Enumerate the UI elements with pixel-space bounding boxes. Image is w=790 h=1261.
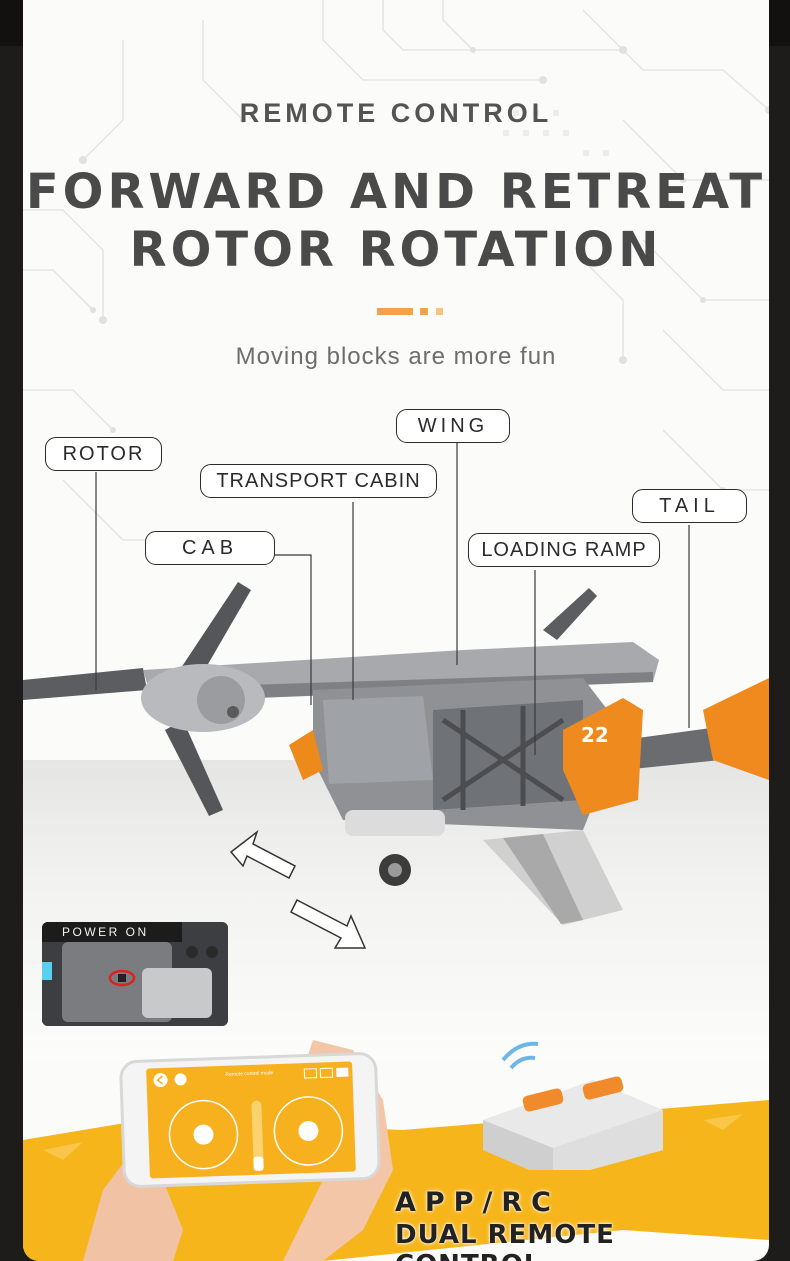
tiltrotor-aircraft-model: 22 xyxy=(23,582,769,949)
app-controls xyxy=(153,1067,349,1171)
remote-control-section: Remote control mode xyxy=(23,1030,769,1261)
callout-rotor: ROTOR xyxy=(45,437,162,471)
product-feature-panel: REMOTE CONTROL FORWARD AND RETREAT ROTOR… xyxy=(23,0,769,1261)
dual-remote-control-title: DUAL REMOTE CONTROL xyxy=(395,1220,615,1261)
rc-receiver-brick xyxy=(483,1041,663,1170)
subtitle: Moving blocks are more fun xyxy=(235,343,557,370)
callout-wing: WING xyxy=(396,409,510,443)
bluetooth-icon[interactable] xyxy=(174,1073,187,1086)
app-rc-title: APP/RC xyxy=(395,1187,560,1218)
back-icon[interactable] xyxy=(153,1073,168,1088)
svg-text:22: 22 xyxy=(581,723,609,747)
smartphone: Remote control mode xyxy=(118,1051,382,1189)
left-dpad[interactable] xyxy=(168,1099,239,1170)
callout-loading-ramp: LOADING RAMP xyxy=(468,533,660,567)
speed-slider[interactable] xyxy=(251,1100,264,1171)
accent-dash xyxy=(436,308,443,315)
callout-tail: TAIL xyxy=(632,489,747,523)
right-dpad[interactable] xyxy=(273,1096,344,1166)
app-screen: Remote control mode xyxy=(146,1061,356,1179)
power-on-inset: POWER ON xyxy=(42,922,228,1026)
eyebrow-title: REMOTE CONTROL xyxy=(239,98,553,128)
accent-dash xyxy=(377,308,413,315)
circuit-background xyxy=(23,0,769,543)
accent-dash xyxy=(420,308,428,315)
power-on-label: POWER ON xyxy=(42,922,182,942)
callout-cab: CAB xyxy=(145,531,275,565)
headline-line-1: FORWARD AND RETREAT xyxy=(25,164,767,220)
headline-line-2: ROTOR ROTATION xyxy=(129,222,663,278)
callout-transport-cabin: TRANSPORT CABIN xyxy=(200,464,437,498)
